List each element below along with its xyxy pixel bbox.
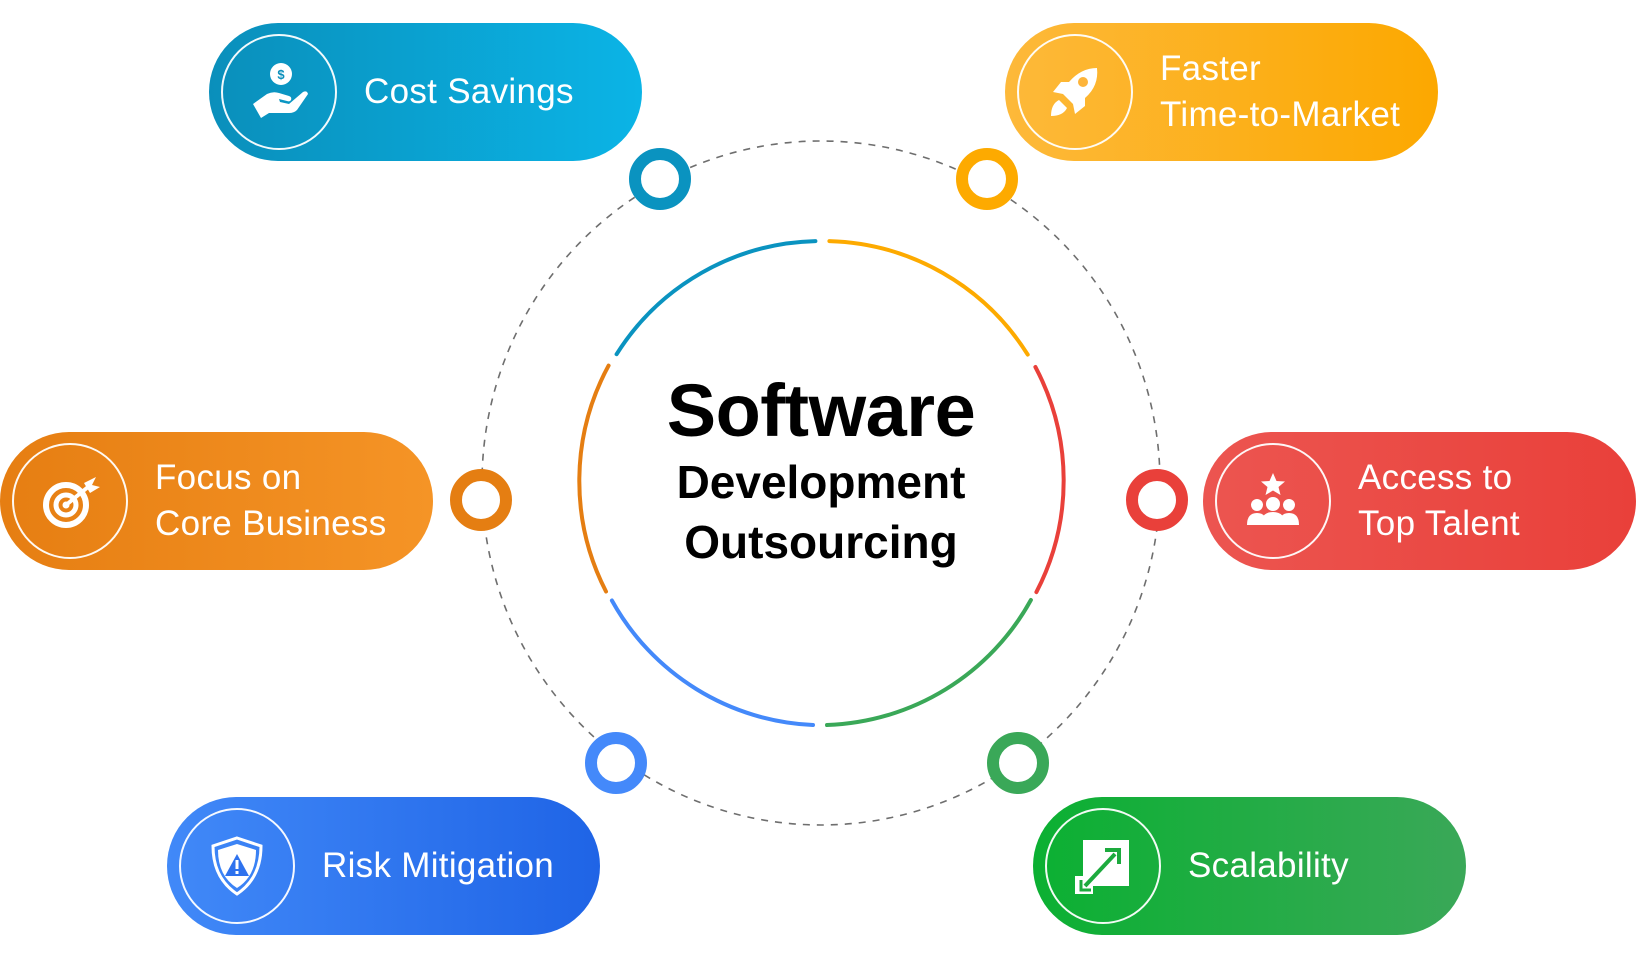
- benefit-access-to-top-talent: Access to Top Talent: [1203, 432, 1636, 570]
- ring-segment-scalability: [825, 598, 1033, 727]
- benefit-label: Scalability: [1188, 846, 1349, 885]
- badge-core-business: [12, 443, 128, 559]
- badge-risk-mitigation: [179, 808, 295, 924]
- badge-scalability: [1045, 808, 1161, 924]
- badge-cost-savings: $: [221, 34, 337, 150]
- center-title-line1: Software: [666, 369, 976, 452]
- benefit-scalability: Scalability: [1033, 797, 1466, 935]
- segmented-inner-ring: [577, 239, 1066, 727]
- rocket-icon: [1051, 68, 1098, 116]
- ring-segment-cost-savings: [614, 239, 818, 357]
- ring-segment-risk-mitigation: [609, 598, 815, 727]
- benefit-label: Risk Mitigation: [322, 846, 555, 885]
- benefit-label: Cost Savings: [364, 72, 574, 111]
- badge-top-talent: [1215, 443, 1331, 559]
- node-time-to-market: [956, 148, 1018, 210]
- node-cost-savings: [629, 148, 691, 210]
- node-core-business: [450, 469, 512, 531]
- center-title: Software Development Outsourcing: [600, 370, 1042, 572]
- node-top-talent: [1126, 469, 1188, 531]
- badge-time-to-market: [1017, 34, 1133, 150]
- center-title-line2: Development: [676, 456, 966, 508]
- scale-up-arrow-icon: [1075, 840, 1129, 894]
- center-title-line3: Outsourcing: [684, 516, 958, 568]
- shield-warning-icon: [211, 836, 263, 896]
- benefit-cost-savings: $ Cost Savings: [209, 23, 642, 161]
- target-arrow-icon: [43, 477, 100, 528]
- benefit-faster-time-to-market: Faster Time-to-Market: [1005, 23, 1438, 161]
- team-star-icon: [1247, 473, 1299, 525]
- benefit-label: Access to Top Talent: [1358, 458, 1520, 543]
- benefit-label: Focus on Core Business: [155, 458, 387, 543]
- benefit-focus-on-core-business: Focus on Core Business: [0, 432, 433, 570]
- ring-segment-core-business: [577, 363, 611, 594]
- hand-holding-dollar-icon: $: [253, 63, 308, 118]
- benefit-label: Faster Time-to-Market: [1160, 49, 1401, 134]
- svg-text:$: $: [277, 67, 285, 82]
- benefit-risk-mitigation: Risk Mitigation: [167, 797, 600, 935]
- node-scalability: [987, 732, 1049, 794]
- ring-segment-time-to-market: [827, 239, 1030, 357]
- ring-segment-top-talent: [1033, 365, 1066, 595]
- node-risk-mitigation: [585, 732, 647, 794]
